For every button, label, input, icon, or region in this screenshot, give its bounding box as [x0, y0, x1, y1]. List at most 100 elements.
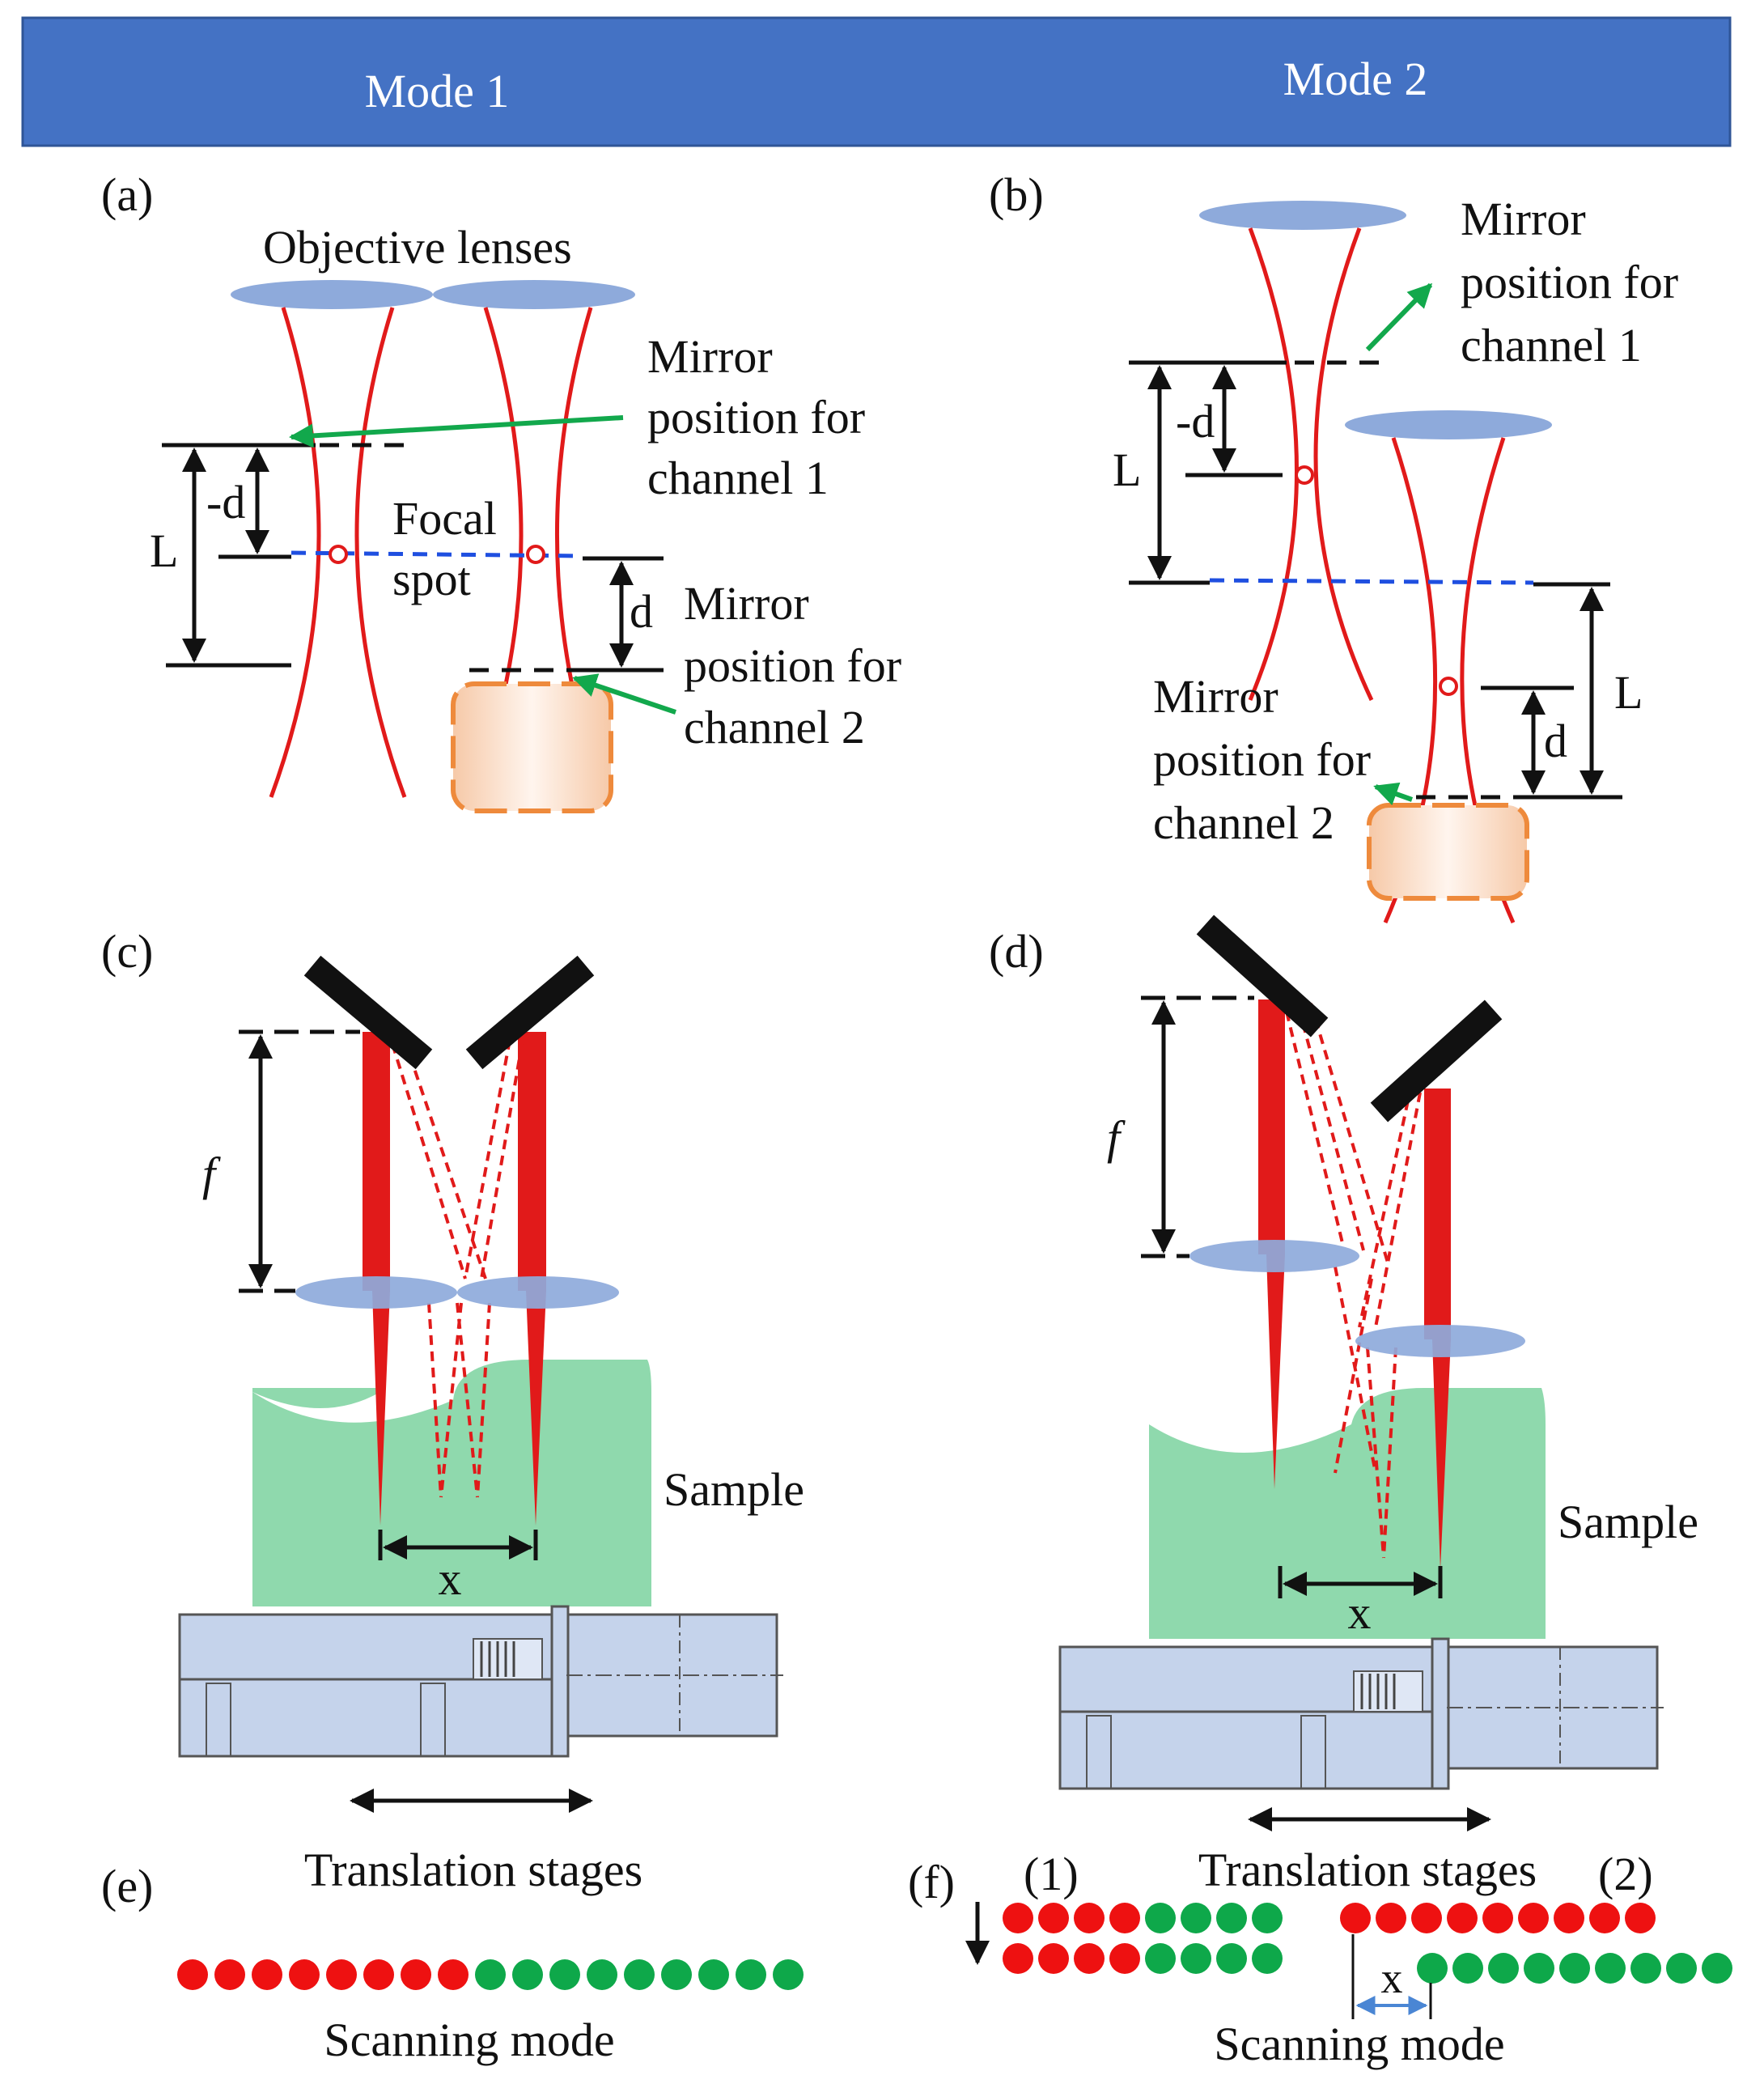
panel-e: (e) Scanning mode [101, 1860, 804, 2066]
mirror-ch1-label-b1: Mirror [1461, 193, 1586, 245]
panel-f-label: (f) [908, 1856, 955, 1908]
dashed-beam-c-1 [391, 1043, 467, 1280]
mirror-c-right [465, 955, 595, 1070]
scan-f1-red-dot [1003, 1943, 1033, 1974]
scanning-label-e: Scanning mode [324, 2014, 614, 2066]
dashed-beam-d-3 [1309, 1003, 1389, 1263]
beam-a1-right [354, 307, 407, 798]
beam-b1-right [1313, 227, 1374, 702]
mirror-ch1-label-2: position for [647, 391, 865, 443]
dashed-beam-c-2 [403, 1039, 487, 1280]
scan-e-green-dot [736, 1959, 766, 1990]
objective-lens-b2 [1345, 410, 1552, 439]
mirror-d-left [1196, 915, 1329, 1038]
d-label-b: d [1544, 715, 1567, 767]
scan-f2-green-dot [1666, 1953, 1697, 1984]
scan-f2-green-dot [1452, 1953, 1483, 1984]
scan-e-green-dot [512, 1959, 543, 1990]
translation-stage-c [178, 1605, 783, 1758]
dashed-beam-d-7 [1358, 1100, 1410, 1328]
lens-d-2 [1355, 1325, 1525, 1357]
panel-a-label: (a) [101, 168, 153, 221]
scan-f1-red-dot [1109, 1903, 1140, 1933]
dot-rows-f [1003, 1903, 1732, 1984]
scan-f1-red-dot [1003, 1903, 1033, 1933]
sample-c [252, 1388, 380, 1408]
scan-f1-green-dot [1181, 1943, 1211, 1974]
lens-c-2 [457, 1276, 619, 1309]
scan-e-green-dot [773, 1959, 804, 1990]
dashed-beam-d-4 [1334, 1266, 1377, 1474]
mirror-ch1-label-b3: channel 1 [1461, 319, 1642, 371]
panel-e-label: (e) [101, 1860, 153, 1912]
x-label-d: x [1348, 1586, 1372, 1639]
scan-e-red-dot [363, 1959, 394, 1990]
mirror-ch1-label-1: Mirror [647, 330, 773, 383]
header-bar [21, 16, 1732, 147]
scan-e-green-dot [624, 1959, 655, 1990]
panel-f: (f) (1) (2) x Scanning mode [908, 1848, 1732, 2070]
panel-b-label: (b) [989, 168, 1044, 221]
scan-e-green-dot [587, 1959, 617, 1990]
scan-f1-red-dot [1038, 1903, 1069, 1933]
scan-e-red-dot [177, 1959, 208, 1990]
focal-spot-1 [329, 545, 348, 564]
panel-a: (a) Objective lenses L -d d Focal spot M… [101, 168, 901, 813]
sample-label-c: Sample [664, 1463, 804, 1516]
scan-f1-green-dot [1216, 1903, 1247, 1933]
mirror-ch2-label-2: position for [684, 639, 901, 692]
translation-stage-d [1058, 1637, 1664, 1790]
translation-label-c: Translation stages [304, 1844, 642, 1896]
sample-label-d: Sample [1558, 1496, 1698, 1548]
dashed-beam-c-4 [480, 1043, 524, 1280]
scan-f2-red-dot [1482, 1903, 1513, 1933]
panel-c-label: (c) [101, 925, 153, 978]
dashed-beam-d-2 [1297, 1007, 1365, 1251]
dot-row-e [177, 1959, 804, 1990]
scan-f1-red-dot [1038, 1943, 1069, 1974]
scan-f2-red-dot [1625, 1903, 1656, 1933]
minus-d-label-b: -d [1176, 395, 1215, 448]
L-label-b-left: L [1113, 443, 1141, 496]
minus-d-label-a: -d [206, 476, 245, 528]
mirror-d-right [1370, 999, 1503, 1123]
focal-spot-b2 [1439, 677, 1458, 696]
sample-block-c [252, 1360, 651, 1606]
header-mode1: Mode 1 [365, 65, 510, 117]
scan-f2-green-dot [1630, 1953, 1661, 1984]
x-label-c: x [439, 1552, 462, 1605]
dashed-beam-d-8 [1366, 1347, 1385, 1559]
objective-lenses-label: Objective lenses [263, 221, 572, 274]
sub-label-1: (1) [1024, 1848, 1079, 1900]
scan-e-green-dot [661, 1959, 692, 1990]
mirror-ch2-label-b2: position for [1153, 733, 1371, 786]
scan-e-red-dot [252, 1959, 282, 1990]
x-label-f: x [1381, 1954, 1403, 2002]
d-label-a: d [630, 585, 653, 638]
beam-b1-left [1248, 227, 1299, 701]
scan-e-red-dot [401, 1959, 431, 1990]
scan-f2-green-dot [1595, 1953, 1626, 1984]
mirror-ch2-label-1: Mirror [684, 577, 809, 630]
focal-spot-b1 [1295, 465, 1314, 485]
scan-f2-green-dot [1488, 1953, 1519, 1984]
scan-e-green-dot [475, 1959, 506, 1990]
mirror-ch2-label-b1: Mirror [1153, 670, 1278, 723]
scan-e-red-dot [326, 1959, 357, 1990]
scan-e-green-dot [698, 1959, 729, 1990]
scan-e-green-dot [549, 1959, 580, 1990]
scan-f1-red-dot [1074, 1943, 1105, 1974]
dashed-beam-c-6 [439, 1302, 463, 1498]
scan-f1-green-dot [1252, 1903, 1283, 1933]
objective-lens-1 [231, 280, 433, 309]
sample-block-d [1149, 1388, 1546, 1639]
dashed-beam-d-5 [1334, 1278, 1373, 1474]
scan-f1-red-dot [1074, 1903, 1105, 1933]
lens-c-1 [295, 1276, 457, 1309]
mirror-ch1-label-b2: position for [1461, 256, 1678, 308]
scan-f2-green-dot [1559, 1953, 1590, 1984]
scan-f1-green-dot [1181, 1903, 1211, 1933]
scan-f2-red-dot [1518, 1903, 1549, 1933]
mirror-ch2-pointer [572, 673, 676, 715]
focal-spot-label-1: Focal [392, 492, 497, 545]
